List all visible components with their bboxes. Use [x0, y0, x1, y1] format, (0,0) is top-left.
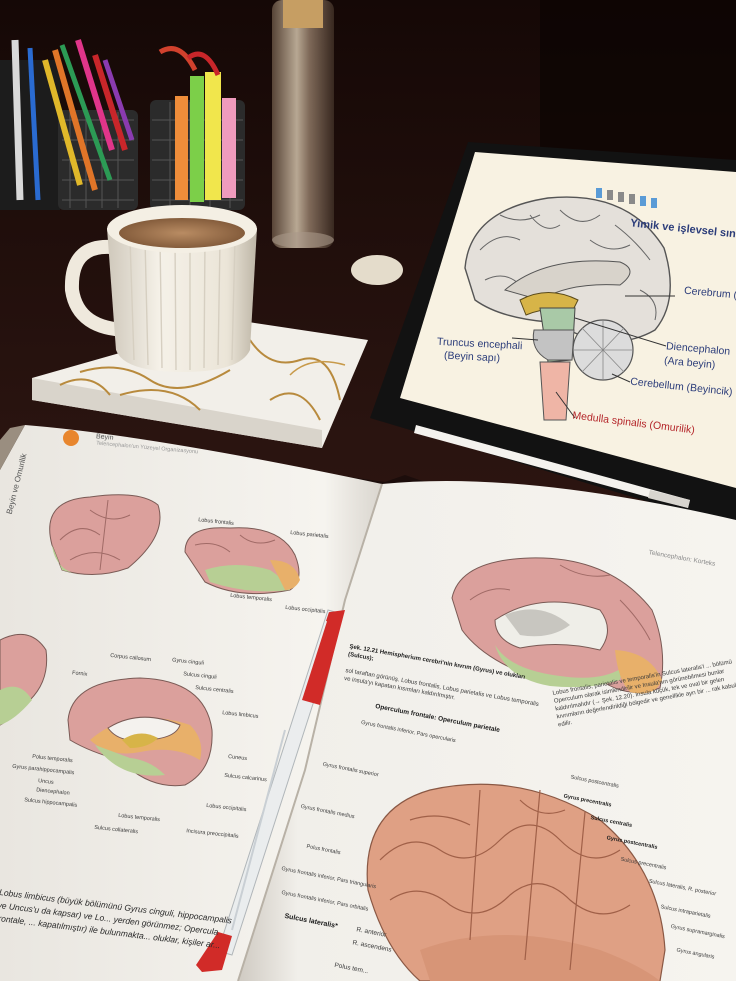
- left-brain-partial-view: [0, 633, 48, 726]
- left-brain-top-view: [49, 494, 161, 576]
- water-bottle: [272, 0, 334, 248]
- red-pen: [196, 609, 345, 972]
- coaster: [351, 255, 403, 285]
- tablet-label-truncus-2: (Beyin sapı): [443, 349, 501, 365]
- coffee-cup: [64, 205, 257, 372]
- right-brain-medial-view: [451, 557, 664, 694]
- pen-holder-right: [150, 46, 245, 210]
- stylus: [414, 425, 690, 508]
- tablet: [370, 142, 736, 528]
- tablet-toolbar: [596, 188, 657, 208]
- book-edge-left: [0, 425, 25, 470]
- left-brain-medial-view: [67, 677, 213, 787]
- chapter-number-badge: [63, 430, 79, 446]
- right-brain-lateral-view: [366, 783, 666, 981]
- left-brain-lateral-view: [184, 527, 300, 595]
- tablet-brain-diagram: [464, 196, 675, 421]
- pen-holder-left: [0, 39, 138, 210]
